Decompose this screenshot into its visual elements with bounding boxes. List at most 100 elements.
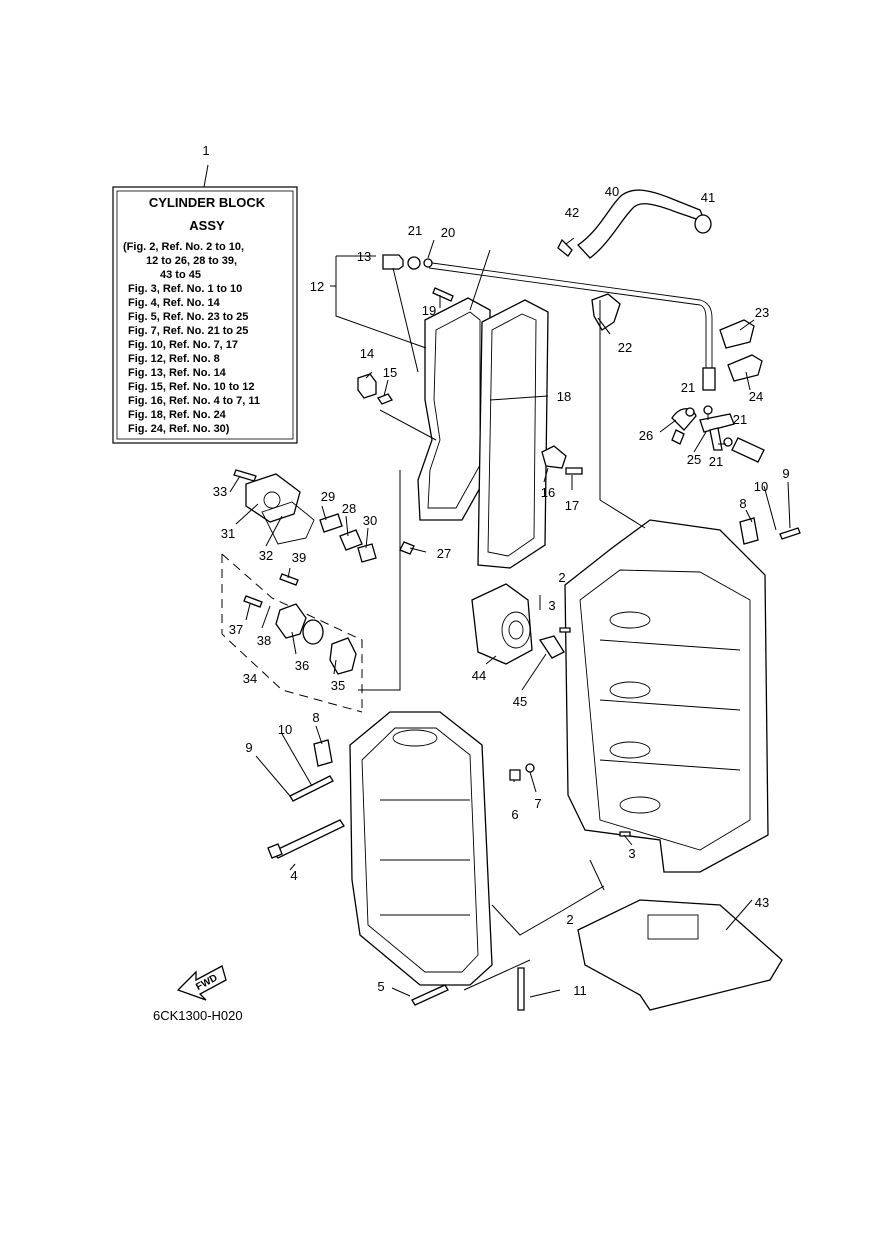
legend-box: 1 CYLINDER BLOCK ASSY (Fig. 2, Ref. No. … — [112, 143, 298, 444]
legend-line: Fig. 18, Ref. No. 24 — [128, 409, 227, 421]
callout-number: 13 — [357, 249, 371, 264]
legend-line: Fig. 15, Ref. No. 10 to 12 — [128, 381, 255, 393]
callout-number: 8 — [312, 710, 319, 725]
legend-line: (Fig. 2, Ref. No. 2 to 10, — [123, 241, 244, 253]
callout-number: 38 — [257, 633, 271, 648]
callout-number: 7 — [534, 796, 541, 811]
callout-number: 8 — [739, 496, 746, 511]
clip-part — [557, 238, 573, 257]
legend-line: Fig. 13, Ref. No. 14 — [128, 367, 227, 379]
callout-number: 20 — [441, 225, 455, 240]
callout-number: 10 — [278, 722, 292, 737]
callout-number: 5 — [377, 979, 384, 994]
callout-number: 11 — [573, 983, 587, 998]
callout-number: 15 — [383, 365, 397, 380]
callout-number: 43 — [755, 895, 769, 910]
plate-8-part — [313, 739, 333, 767]
callout-number: 18 — [557, 389, 571, 404]
bolt-5-part — [411, 984, 449, 1006]
dowel-part — [559, 627, 571, 633]
base-gasket-part — [577, 899, 783, 1011]
legend-line: 12 to 26, 28 to 39, — [146, 255, 237, 267]
legend-line: Fig. 7, Ref. No. 21 to 25 — [128, 325, 248, 337]
callout-number: 21 — [681, 380, 695, 395]
spring-part — [319, 513, 343, 533]
callout-number: 2 — [558, 570, 565, 585]
callout-number: 14 — [360, 346, 374, 361]
nipple-part — [382, 254, 404, 270]
callout-number: 3 — [628, 846, 635, 861]
callout-number: 16 — [541, 485, 555, 500]
callout-number: 45 — [513, 694, 527, 709]
legend-line: Fig. 5, Ref. No. 23 to 25 — [128, 311, 248, 323]
exhaust-cover-part — [417, 297, 491, 521]
drawing-code: 6CK1300-H020 — [153, 1008, 243, 1023]
part-drawings: FWD — [176, 189, 801, 1011]
bracket-part — [541, 445, 567, 469]
callout-number: 22 — [618, 340, 632, 355]
hose-clamp-part — [694, 214, 712, 234]
holder-part — [591, 293, 621, 331]
callout-number: 9 — [245, 740, 252, 755]
callout-number: 6 — [511, 807, 518, 822]
callout-number: 21 — [733, 412, 747, 427]
legend-subtitle: ASSY — [189, 218, 225, 233]
valve-part — [339, 529, 363, 551]
callout-number: 41 — [701, 190, 715, 205]
legend-title: CYLINDER BLOCK — [149, 195, 266, 210]
callout-number: 27 — [437, 546, 451, 561]
callout-number: 24 — [749, 389, 763, 404]
clamp-part — [407, 256, 421, 270]
callout-number: 36 — [295, 658, 309, 673]
fwd-arrow-icon — [176, 965, 227, 1001]
group-boundary — [221, 554, 363, 713]
clamp-23-part — [719, 319, 755, 349]
callout-number: 29 — [321, 489, 335, 504]
callout-number: 10 — [754, 479, 768, 494]
leader-lines — [229, 237, 791, 998]
long-bolt-part — [270, 819, 345, 859]
legend-ref-number: 1 — [202, 143, 209, 158]
callout-number: 28 — [342, 501, 356, 516]
callout-number: 31 — [221, 526, 235, 541]
cooling-tube-part — [424, 261, 713, 372]
callout-number: 17 — [565, 498, 579, 513]
callout-number: 3 — [548, 598, 555, 613]
callout-number: 25 — [687, 452, 701, 467]
thermostat-part — [357, 543, 377, 563]
legend-line: Fig. 4, Ref. No. 14 — [128, 297, 221, 309]
legend-line: Fig. 16, Ref. No. 4 to 7, 11 — [128, 395, 260, 407]
legend-line: Fig. 12, Ref. No. 8 — [128, 353, 220, 365]
callout-number: 19 — [422, 303, 436, 318]
pin-part — [377, 393, 393, 405]
callout-number: 42 — [565, 205, 579, 220]
gasket-part — [477, 299, 549, 569]
clamp-24-part — [727, 354, 763, 382]
callout-number: 33 — [213, 484, 227, 499]
callout-number: 44 — [472, 668, 486, 683]
hose-piece-part — [731, 437, 765, 463]
water-hose-part — [577, 189, 707, 259]
callout-number: 30 — [363, 513, 377, 528]
callout-number: 34 — [243, 671, 257, 686]
callout-number: 37 — [229, 622, 243, 637]
callout-number: 2 — [566, 912, 573, 927]
washer-part — [525, 763, 535, 773]
legend-line: 43 to 45 — [160, 269, 201, 281]
plug-6-part — [509, 769, 521, 781]
bolt-9-part — [289, 775, 334, 802]
callout-number: 12 — [310, 279, 324, 294]
callout-number: 4 — [290, 868, 297, 883]
oil-filter-part — [471, 583, 533, 665]
seal-part — [275, 603, 307, 639]
tube-end-part — [702, 367, 716, 391]
fitting-part — [538, 635, 565, 659]
crankcase-part — [349, 711, 493, 986]
callout-number: 40 — [605, 184, 619, 199]
thermostat-cover-part — [245, 473, 301, 523]
legend-line: Fig. 24, Ref. No. 30) — [128, 423, 230, 435]
callout-number: 9 — [782, 466, 789, 481]
callout-number: 21 — [709, 454, 723, 469]
